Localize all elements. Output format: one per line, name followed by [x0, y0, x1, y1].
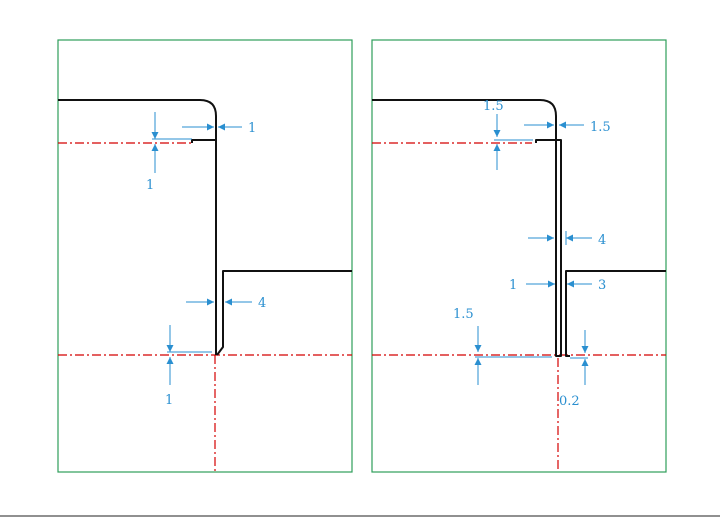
- left-dim-topright-label: 1: [248, 121, 256, 136]
- right-dim-topright-label: 1.5: [590, 120, 611, 135]
- left-dim-top-label: 1: [146, 178, 154, 193]
- left-second-profile: [216, 270, 352, 356]
- right-dim-inner-left-label: 1: [509, 278, 517, 293]
- left-inner-step: [191, 139, 216, 143]
- right-dim-top-label: 1.5: [483, 99, 504, 114]
- left-panel: 1 1 4 1: [57, 39, 353, 473]
- left-dim-bottom-label: 1: [165, 393, 173, 408]
- right-outer-profile: [372, 99, 562, 357]
- right-panel-frame: [371, 39, 667, 473]
- left-panel-frame: [57, 39, 353, 473]
- right-dim-inner-right-label: 3: [598, 278, 606, 293]
- right-dim-mid-label: 4: [598, 233, 606, 248]
- right-panel: 1.5 1.5 4 1 3 1.5 0.2: [371, 39, 667, 473]
- right-dim-bottom-label: 1.5: [453, 307, 474, 322]
- left-dim-mid-label: 4: [258, 296, 266, 311]
- right-second-profile: [565, 270, 666, 357]
- right-dim-bottomright-label: 0.2: [559, 394, 580, 409]
- left-outer-profile: [58, 99, 217, 355]
